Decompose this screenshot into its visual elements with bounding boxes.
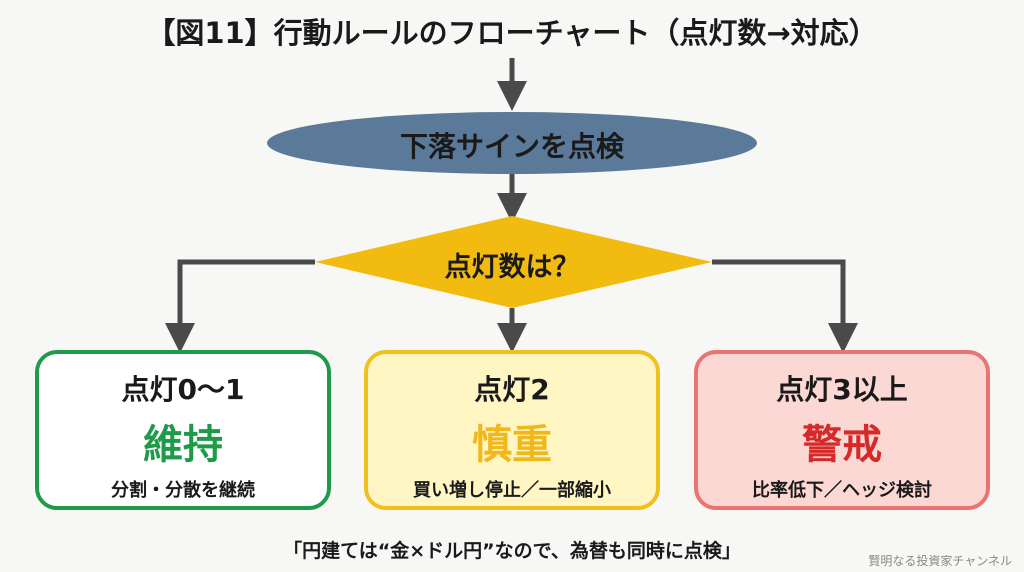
decision-label: 点灯数は？ <box>444 252 580 283</box>
outcome-box-maintain: 点灯0〜1 維持 分割・分散を継続 <box>35 350 331 510</box>
outcome-box-caution: 点灯2 慎重 買い増し停止／一部縮小 <box>364 350 660 510</box>
outcome-box-alert: 点灯3以上 警戒 比率低下／ヘッジ検討 <box>694 350 990 510</box>
arrow-decision-to-right <box>712 259 858 353</box>
watermark: 賢明なる投資家チャンネル <box>868 554 1012 568</box>
start-ellipse <box>267 112 757 174</box>
outcome-action: 慎重 <box>472 422 552 468</box>
outcome-detail: 分割・分散を継続 <box>111 480 255 501</box>
outcome-action: 警戒 <box>802 422 882 468</box>
arrow-decision-to-left <box>165 259 315 353</box>
footnote: 「円建ては“金×ドル円”なので、為替も同時に点検」 <box>283 540 741 562</box>
outcome-condition: 点灯2 <box>474 373 550 406</box>
start-label: 下落サインを点検 <box>399 130 624 163</box>
page-title: 【図11】行動ルールのフローチャート（点灯数→対応） <box>146 16 878 50</box>
outcome-detail: 買い増し停止／一部縮小 <box>413 480 611 501</box>
outcome-condition: 点灯3以上 <box>776 373 908 406</box>
decision-diamond <box>315 216 712 308</box>
outcome-condition: 点灯0〜1 <box>121 373 245 406</box>
outcome-action: 維持 <box>143 422 223 468</box>
outcome-detail: 比率低下／ヘッジ検討 <box>752 480 932 501</box>
